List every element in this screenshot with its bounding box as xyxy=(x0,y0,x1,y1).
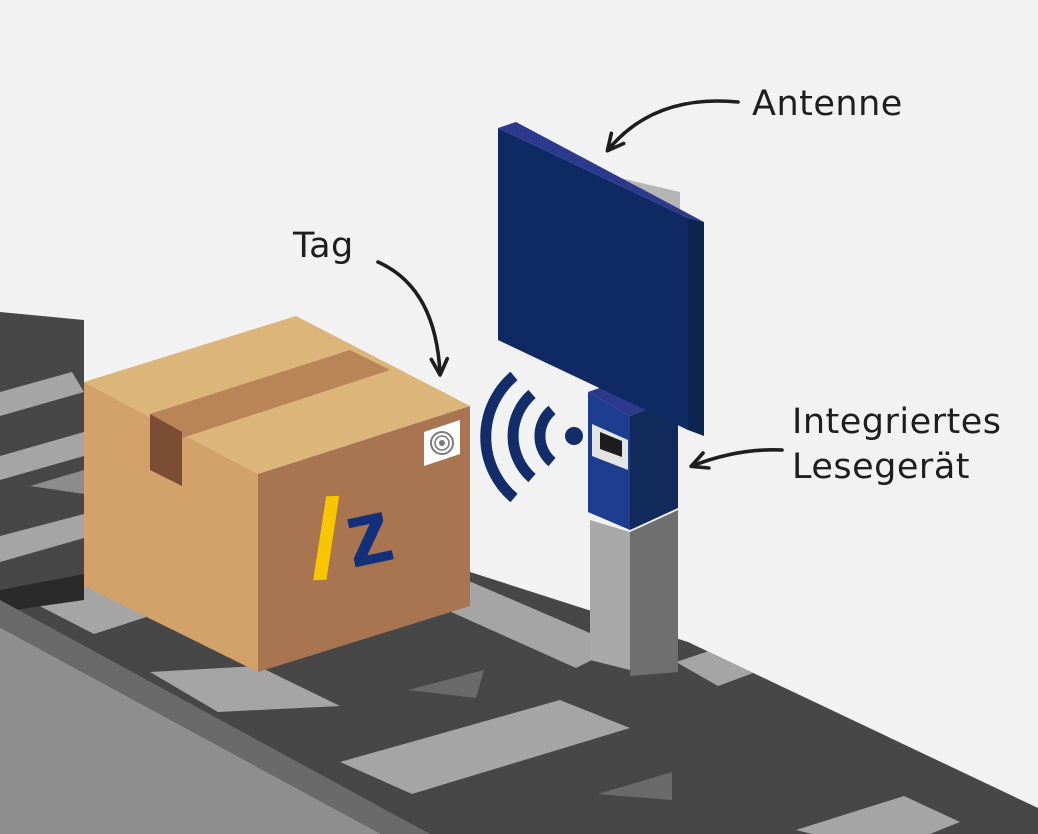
reader-housing-side xyxy=(630,396,678,530)
belt-side-rail xyxy=(0,600,430,834)
direction-arrow xyxy=(598,772,672,800)
antenna-top xyxy=(498,122,704,222)
wireless-signal-icon xyxy=(480,371,583,503)
box-left-face xyxy=(84,382,258,672)
cardboard-box: / z xyxy=(84,316,470,672)
reader-label: Integriertes Lesegerät xyxy=(792,400,1002,490)
tag-arrow xyxy=(376,260,450,377)
reader-label-line1: Integriertes xyxy=(792,402,1002,442)
antenna-side xyxy=(688,218,704,436)
box-front-face xyxy=(258,406,470,672)
reader-arrow xyxy=(689,448,784,470)
direction-arrow xyxy=(408,670,484,698)
belt-edge xyxy=(0,574,84,612)
reader-display-icon xyxy=(592,424,628,470)
logo-slash: / xyxy=(308,476,343,602)
reader-post-side xyxy=(630,510,678,676)
reader-label-line2: Lesegerät xyxy=(792,446,970,487)
reader-unit xyxy=(498,122,704,676)
rfid-tag-icon xyxy=(424,420,460,466)
packing-tape-edge xyxy=(150,414,182,486)
antenna-label: Antenne xyxy=(752,84,903,124)
belt-floor xyxy=(0,628,380,834)
direction-arrow xyxy=(30,470,84,494)
antenna-arrow xyxy=(605,99,740,153)
packing-tape xyxy=(150,350,390,438)
callout-arrows xyxy=(376,99,784,470)
reader-post-front xyxy=(590,520,630,670)
antenna-face xyxy=(498,128,688,430)
tag-label: Tag xyxy=(293,226,354,266)
